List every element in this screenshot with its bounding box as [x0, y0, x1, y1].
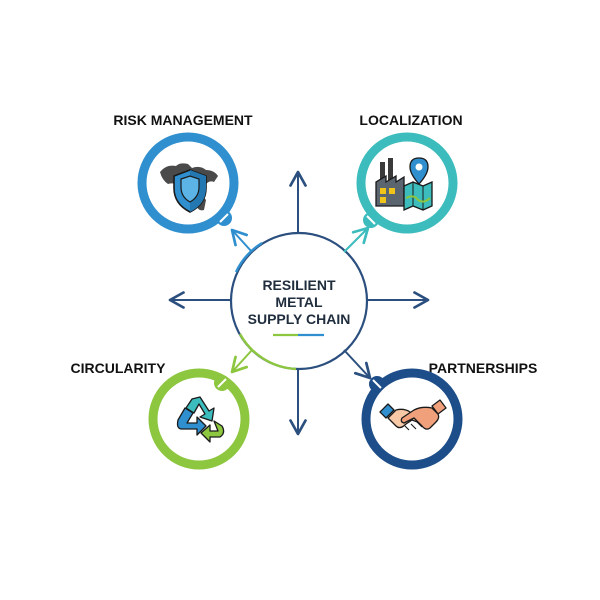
node-label-localization: LOCALIZATION: [359, 112, 462, 128]
node-circularity: CIRCULARITY: [71, 360, 250, 470]
node-label-partnerships: PARTNERSHIPS: [429, 360, 538, 376]
handshake-icon: [379, 399, 447, 431]
arrow-to-circularity: [230, 349, 253, 374]
center-title-line-2: METAL: [275, 294, 323, 310]
arrow-to-risk: [230, 228, 253, 253]
recycle-icon: [176, 396, 225, 443]
node-localization: LOCALIZATION: [356, 112, 463, 234]
shield-world-map-icon: [160, 163, 218, 213]
center-title-line-3: SUPPLY CHAIN: [248, 311, 351, 327]
factory-map-pin-icon: [375, 157, 433, 212]
center-hub: RESILIENT METAL SUPPLY CHAIN: [229, 231, 369, 371]
node-risk-management: RISK MANAGEMENT: [113, 112, 253, 234]
center-title-line-1: RESILIENT: [262, 277, 336, 293]
node-partnerships: PARTNERSHIPS: [361, 360, 538, 470]
arrow-to-partnerships: [343, 349, 372, 380]
arrow-to-localization: [343, 226, 370, 253]
node-label-circularity: CIRCULARITY: [71, 360, 167, 376]
node-label-risk-management: RISK MANAGEMENT: [113, 112, 253, 128]
arrows: [168, 170, 430, 436]
